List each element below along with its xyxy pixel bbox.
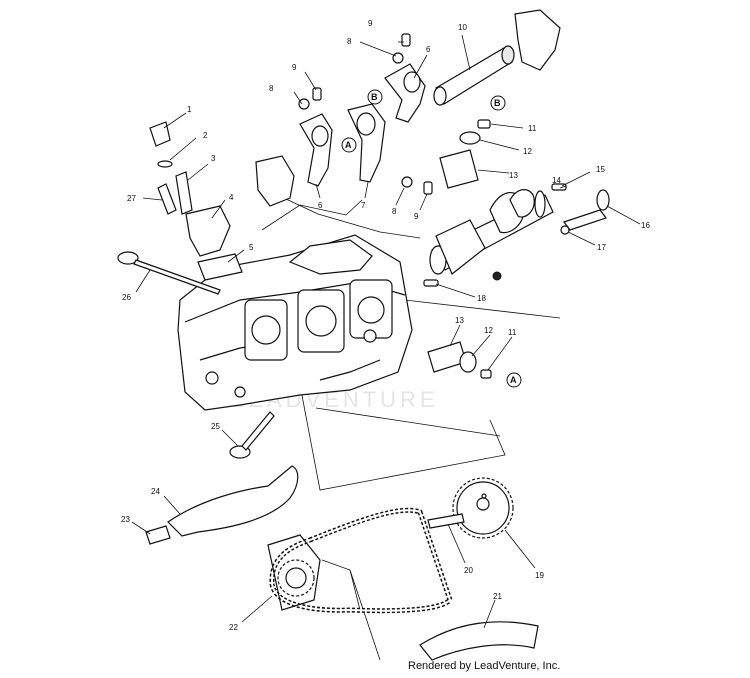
callout-21: 21: [493, 592, 502, 601]
callout-12a: 12: [523, 147, 532, 156]
svg-text:A: A: [345, 140, 352, 150]
reference-mark-b-right: B: [490, 95, 506, 111]
callout-13b: 13: [455, 316, 464, 325]
callout-16: 16: [641, 221, 650, 230]
cylinder-head: [177, 234, 413, 411]
render-credit: Rendered by LeadVenture, Inc.: [408, 660, 561, 672]
callout-12b: 12: [484, 326, 493, 335]
reference-mark-a-lower: A: [506, 372, 522, 388]
leader-lines: [131, 34, 641, 629]
callout-26: 26: [122, 293, 131, 302]
callout-1: 1: [187, 105, 192, 114]
reference-mark-a-upper: A: [341, 137, 357, 153]
callout-6a: 6: [318, 201, 323, 210]
callout-9b: 9: [292, 63, 297, 72]
tensioner-assembly: [149, 121, 243, 281]
reference-mark-b-left: B: [367, 89, 383, 105]
cam-pins: [423, 183, 610, 287]
svg-text:B: B: [371, 92, 378, 102]
valves: [117, 251, 275, 459]
camshaft: [429, 189, 554, 281]
callout-11a: 11: [528, 124, 537, 133]
svg-text:B: B: [494, 98, 501, 108]
valve-springs: [427, 119, 492, 379]
callout-27: 27: [127, 194, 136, 203]
sprocket-bolt: [427, 513, 465, 529]
chain-guides: [167, 465, 539, 661]
callout-8b: 8: [269, 84, 274, 93]
callout-4: 4: [229, 193, 234, 202]
svg-text:A: A: [510, 375, 517, 385]
callout-15: 15: [596, 165, 605, 174]
callout-25: 25: [211, 422, 220, 431]
callout-14: 14: [552, 176, 561, 185]
cam-cap: [255, 155, 295, 207]
callout-11b: 11: [508, 328, 517, 337]
callout-3: 3: [211, 154, 216, 163]
cam-sprocket: [452, 477, 514, 539]
rocker-bracket: [514, 9, 561, 71]
callout-8c: 8: [392, 207, 397, 216]
callout-10: 10: [458, 23, 467, 32]
callout-13a: 13: [509, 171, 518, 180]
callout-18: 18: [477, 294, 486, 303]
callout-5: 5: [249, 243, 254, 252]
callout-19: 19: [535, 571, 544, 580]
adjuster-screws: [298, 33, 433, 195]
callout-22: 22: [229, 623, 238, 632]
callout-6b: 6: [426, 45, 431, 54]
callout-2: 2: [203, 131, 208, 140]
assembly-frame: [257, 185, 561, 661]
callout-7: 7: [361, 201, 366, 210]
callout-labels: 1 2 3 4 5 6 6 7 8 8 8 9 9 9 10 11 11 12 …: [121, 19, 650, 632]
rocker-arms: [299, 63, 426, 187]
callout-9c: 9: [414, 212, 419, 221]
timing-chain: [269, 507, 453, 614]
rocker-shaft: [433, 45, 515, 106]
guide-bolt: [145, 525, 171, 545]
crank-sprocket: [267, 534, 321, 611]
callout-9a: 9: [368, 19, 373, 28]
callout-20: 20: [464, 566, 473, 575]
callout-17: 17: [597, 243, 606, 252]
reference-marks: A A B B: [341, 89, 522, 388]
callout-23: 23: [121, 515, 130, 524]
callout-8a: 8: [347, 37, 352, 46]
callout-24: 24: [151, 487, 160, 496]
